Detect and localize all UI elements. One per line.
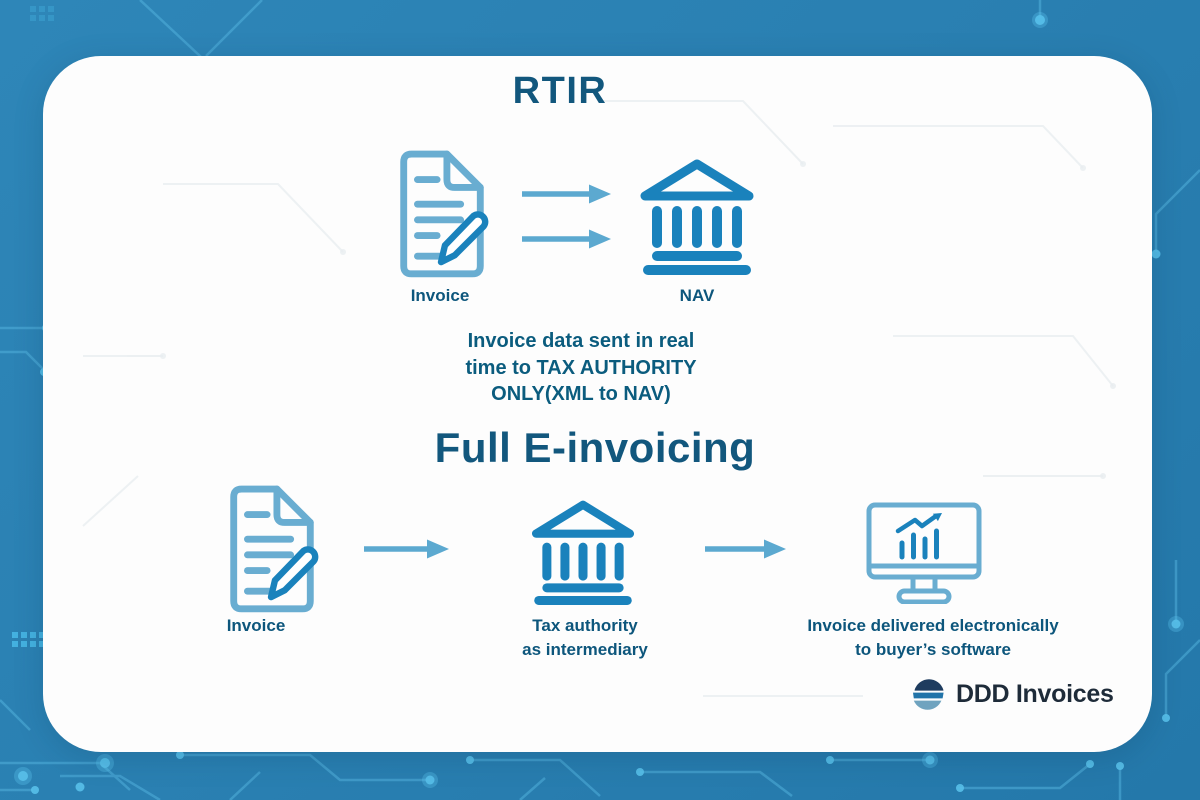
- right-arrow-icon: [522, 229, 611, 249]
- ddd-stacked-disc-icon: [913, 679, 944, 710]
- invoice-label: Invoice: [226, 616, 286, 635]
- delivery-label-line: Invoice delivered electronically: [807, 616, 1059, 635]
- rtir-description: Invoice data sent in real time to TAX AU…: [465, 328, 696, 408]
- bank-building-icon: [531, 500, 635, 605]
- right-arrow-icon: [522, 184, 611, 204]
- invoice-document-pencil-icon: [400, 150, 489, 278]
- delivery-label-line: to buyer’s software: [855, 640, 1011, 659]
- full-einvoicing-section-title: Full E-invoicing: [434, 424, 756, 471]
- delivery-label: Invoice delivered electronically to buye…: [807, 614, 1058, 662]
- nav-label: NAV: [679, 286, 715, 305]
- tax-authority-label-line: Tax authority: [532, 616, 638, 635]
- rtir-description-line: Invoice data sent in real: [467, 330, 695, 352]
- ddd-invoices-logo-text: DDD Invoices: [956, 679, 1114, 708]
- monitor-chart-icon: [866, 502, 982, 604]
- rtir-section-title: RTIR: [512, 70, 608, 112]
- tax-authority-label-line: as intermediary: [522, 640, 648, 659]
- right-arrow-icon: [364, 539, 449, 559]
- invoice-document-pencil-icon: [230, 485, 319, 613]
- card-circuit-pattern: [82, 100, 1116, 697]
- circuit-pad-cluster: [12, 632, 45, 647]
- ddd-invoices-logo: DDD Invoices: [911, 676, 1114, 712]
- right-arrow-icon: [705, 539, 786, 559]
- infographic-card: RTIR: [43, 56, 1152, 752]
- tax-authority-label: Tax authority as intermediary: [522, 614, 648, 662]
- bank-building-icon: [640, 159, 754, 275]
- rtir-description-line: time to TAX AUTHORITY: [465, 356, 697, 379]
- invoice-label: Invoice: [410, 286, 470, 305]
- rtir-description-line: ONLY(XML to NAV): [491, 383, 671, 405]
